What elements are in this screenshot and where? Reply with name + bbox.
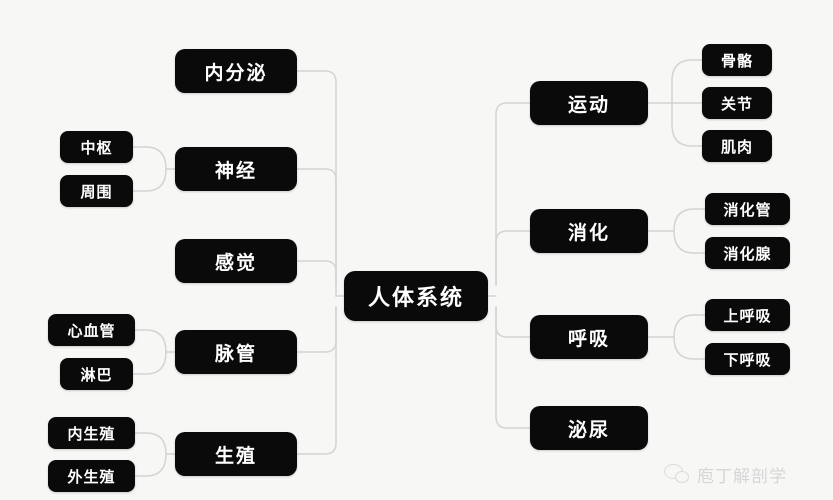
wire-bracket-digestive xyxy=(673,208,706,254)
leaf-node-digestive-glands[interactable]: 消化腺 xyxy=(705,237,790,269)
wechat-logo-icon xyxy=(664,464,690,485)
wire-bracket-locomotor xyxy=(671,59,703,147)
branch-node-respiratory[interactable]: 呼吸 xyxy=(530,315,648,359)
leaf-node-lower-respiratory[interactable]: 下呼吸 xyxy=(705,343,790,375)
watermark-text: 庖丁解剖学 xyxy=(697,467,787,487)
leaf-node-joints[interactable]: 关节 xyxy=(702,87,772,119)
root-node-human-body-systems[interactable]: 人体系统 xyxy=(344,271,488,321)
branch-node-locomotor[interactable]: 运动 xyxy=(530,81,648,125)
wire-right-digestive xyxy=(495,230,531,286)
wire-right-urinary xyxy=(495,306,531,429)
wire-bracket-reproductive xyxy=(134,432,167,477)
leaf-node-upper-respiratory[interactable]: 上呼吸 xyxy=(705,299,790,331)
watermark: 庖丁解剖学 xyxy=(664,462,787,487)
wire-bracket-nervous xyxy=(132,146,167,192)
wire-right-respiratory xyxy=(495,306,531,338)
wire-left-reproductive xyxy=(296,306,337,455)
wire-left-endocrine xyxy=(296,70,337,297)
wire-bracket-vascular xyxy=(132,329,167,375)
leaf-node-central-nervous[interactable]: 中枢 xyxy=(60,131,133,163)
branch-node-vascular[interactable]: 脉管 xyxy=(175,330,297,374)
wire-left-vascular xyxy=(296,306,337,353)
branch-node-sensory[interactable]: 感觉 xyxy=(175,239,297,283)
leaf-node-digestive-tract[interactable]: 消化管 xyxy=(705,193,790,225)
leaf-node-lymphatic[interactable]: 淋巴 xyxy=(60,358,133,390)
branch-node-reproductive[interactable]: 生殖 xyxy=(175,432,297,476)
wire-left-nervous xyxy=(296,168,337,286)
branch-node-endocrine[interactable]: 内分泌 xyxy=(175,49,297,93)
leaf-node-cardiovascular[interactable]: 心血管 xyxy=(48,314,135,346)
leaf-node-peripheral-nervous[interactable]: 周围 xyxy=(60,175,133,207)
leaf-node-bones[interactable]: 骨骼 xyxy=(702,44,772,76)
leaf-node-internal-genitalia[interactable]: 内生殖 xyxy=(48,417,135,449)
wire-bracket-respiratory xyxy=(673,314,706,360)
leaf-node-external-genitalia[interactable]: 外生殖 xyxy=(48,460,135,492)
wire-left-sensory xyxy=(296,260,337,286)
leaf-node-muscles[interactable]: 肌肉 xyxy=(702,130,772,162)
branch-node-nervous[interactable]: 神经 xyxy=(175,147,297,191)
wire-right-locomotor xyxy=(495,102,531,286)
branch-node-digestive[interactable]: 消化 xyxy=(530,209,648,253)
branch-node-urinary[interactable]: 泌尿 xyxy=(530,406,648,450)
